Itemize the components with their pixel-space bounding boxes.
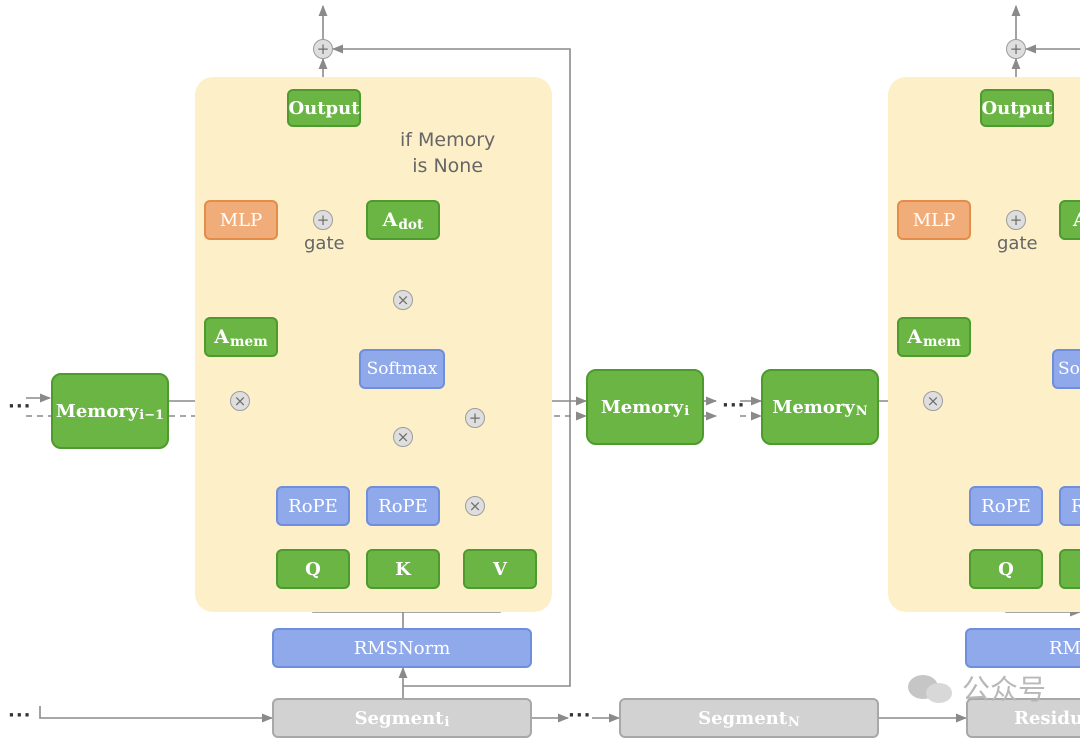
ellipsis-memory-left: ··· — [8, 396, 32, 417]
memory-query-multiply-operator: × — [230, 391, 250, 411]
memory-last-subscript: N — [855, 404, 868, 420]
memory-current-subscript: i — [684, 404, 690, 420]
rope-q-node: RoPE — [276, 486, 350, 526]
residual-add-operator: + — [313, 39, 333, 59]
wechat-watermark: 公众号 — [908, 668, 1046, 708]
a-dot-subscript: dot — [398, 216, 424, 233]
q-n-label: Q — [998, 558, 1014, 580]
watermark-text: 公众号 — [962, 673, 1047, 706]
attention-value-multiply-operator: × — [393, 290, 413, 310]
a-mem-label: A — [214, 326, 230, 348]
rope-q-label: RoPE — [288, 495, 338, 517]
rope-q-node-n: RoPE — [969, 486, 1043, 526]
mlp-label: MLP — [219, 209, 263, 231]
q-label: Q — [305, 558, 321, 580]
a-mem-subscript: mem — [230, 333, 268, 350]
q-node-n: Q — [969, 549, 1043, 589]
memory-last-label: Memory — [772, 396, 855, 418]
qk-multiply-operator: × — [393, 427, 413, 447]
memory-update-add-operator: + — [465, 408, 485, 428]
memory-prev-label: Memory — [55, 400, 139, 422]
kv-multiply-operator: × — [465, 496, 485, 516]
connector-arrow — [39, 706, 274, 723]
residual-segment-node: Residu — [966, 698, 1080, 738]
gate-add-operator-n: + — [1006, 210, 1026, 230]
segment-current-subscript: i — [444, 715, 450, 731]
mlp-n-label: MLP — [912, 209, 956, 231]
a-mem-n-label: A — [907, 326, 923, 348]
k-node: K — [366, 549, 440, 589]
rope-k-node-n: RoPE — [1059, 486, 1080, 526]
a-dot-label: A — [382, 209, 398, 231]
rmsnorm-node: RMSNorm — [272, 628, 532, 668]
output-label: Output — [288, 97, 360, 119]
ellipsis-segment-middle: ··· — [568, 705, 592, 726]
output-n-label: Output — [981, 97, 1053, 119]
rope-k-n-label: RoPE — [1071, 496, 1080, 517]
rope-q-n-label: RoPE — [981, 495, 1031, 517]
residual-add-operator-n: + — [1006, 39, 1026, 59]
wechat-logo-icon — [908, 671, 954, 705]
gate-add-operator: + — [313, 210, 333, 230]
softmax-label: Softmax — [366, 359, 438, 379]
mlp-node: MLP — [204, 200, 278, 240]
residual-segment-label: Residu — [1014, 707, 1080, 729]
rope-k-label: RoPE — [378, 495, 428, 517]
ellipsis-memory-middle: ··· — [722, 395, 746, 416]
segment-last-label: Segment — [698, 707, 788, 729]
output-node-n: Output — [980, 89, 1054, 127]
gate-label-n: gate — [997, 233, 1038, 254]
a-dot-node-n: A — [1059, 200, 1080, 240]
gate-label: gate — [304, 233, 345, 254]
a-mem-n-subscript: mem — [923, 333, 961, 350]
v-node: V — [463, 549, 537, 589]
rmsnorm-node-n: RM — [965, 628, 1080, 668]
memory-prev-subscript: i−1 — [139, 408, 165, 424]
v-label: V — [493, 558, 507, 580]
mlp-node-n: MLP — [897, 200, 971, 240]
memory-current-label: Memory — [600, 396, 684, 418]
segment-last-subscript: N — [788, 715, 800, 731]
rmsnorm-n-label: RM — [1049, 637, 1080, 659]
segment-current-label: Segment — [354, 707, 444, 729]
output-node: Output — [287, 89, 361, 127]
rmsnorm-label: RMSNorm — [353, 637, 451, 659]
k-node-n — [1059, 549, 1080, 589]
a-dot-n-label: A — [1073, 209, 1080, 231]
memory-none-note: if Memory is None — [400, 129, 496, 177]
softmax-node-n: Softmax — [1052, 349, 1080, 389]
ellipsis-segment-left: ··· — [8, 705, 32, 726]
k-label: K — [395, 558, 411, 580]
connector-arrow — [331, 44, 571, 687]
q-node: Q — [276, 549, 350, 589]
softmax-n-label: Softmax — [1058, 359, 1080, 379]
memory-query-multiply-operator-n: × — [923, 391, 943, 411]
softmax-node: Softmax — [359, 349, 445, 389]
rope-k-node: RoPE — [366, 486, 440, 526]
